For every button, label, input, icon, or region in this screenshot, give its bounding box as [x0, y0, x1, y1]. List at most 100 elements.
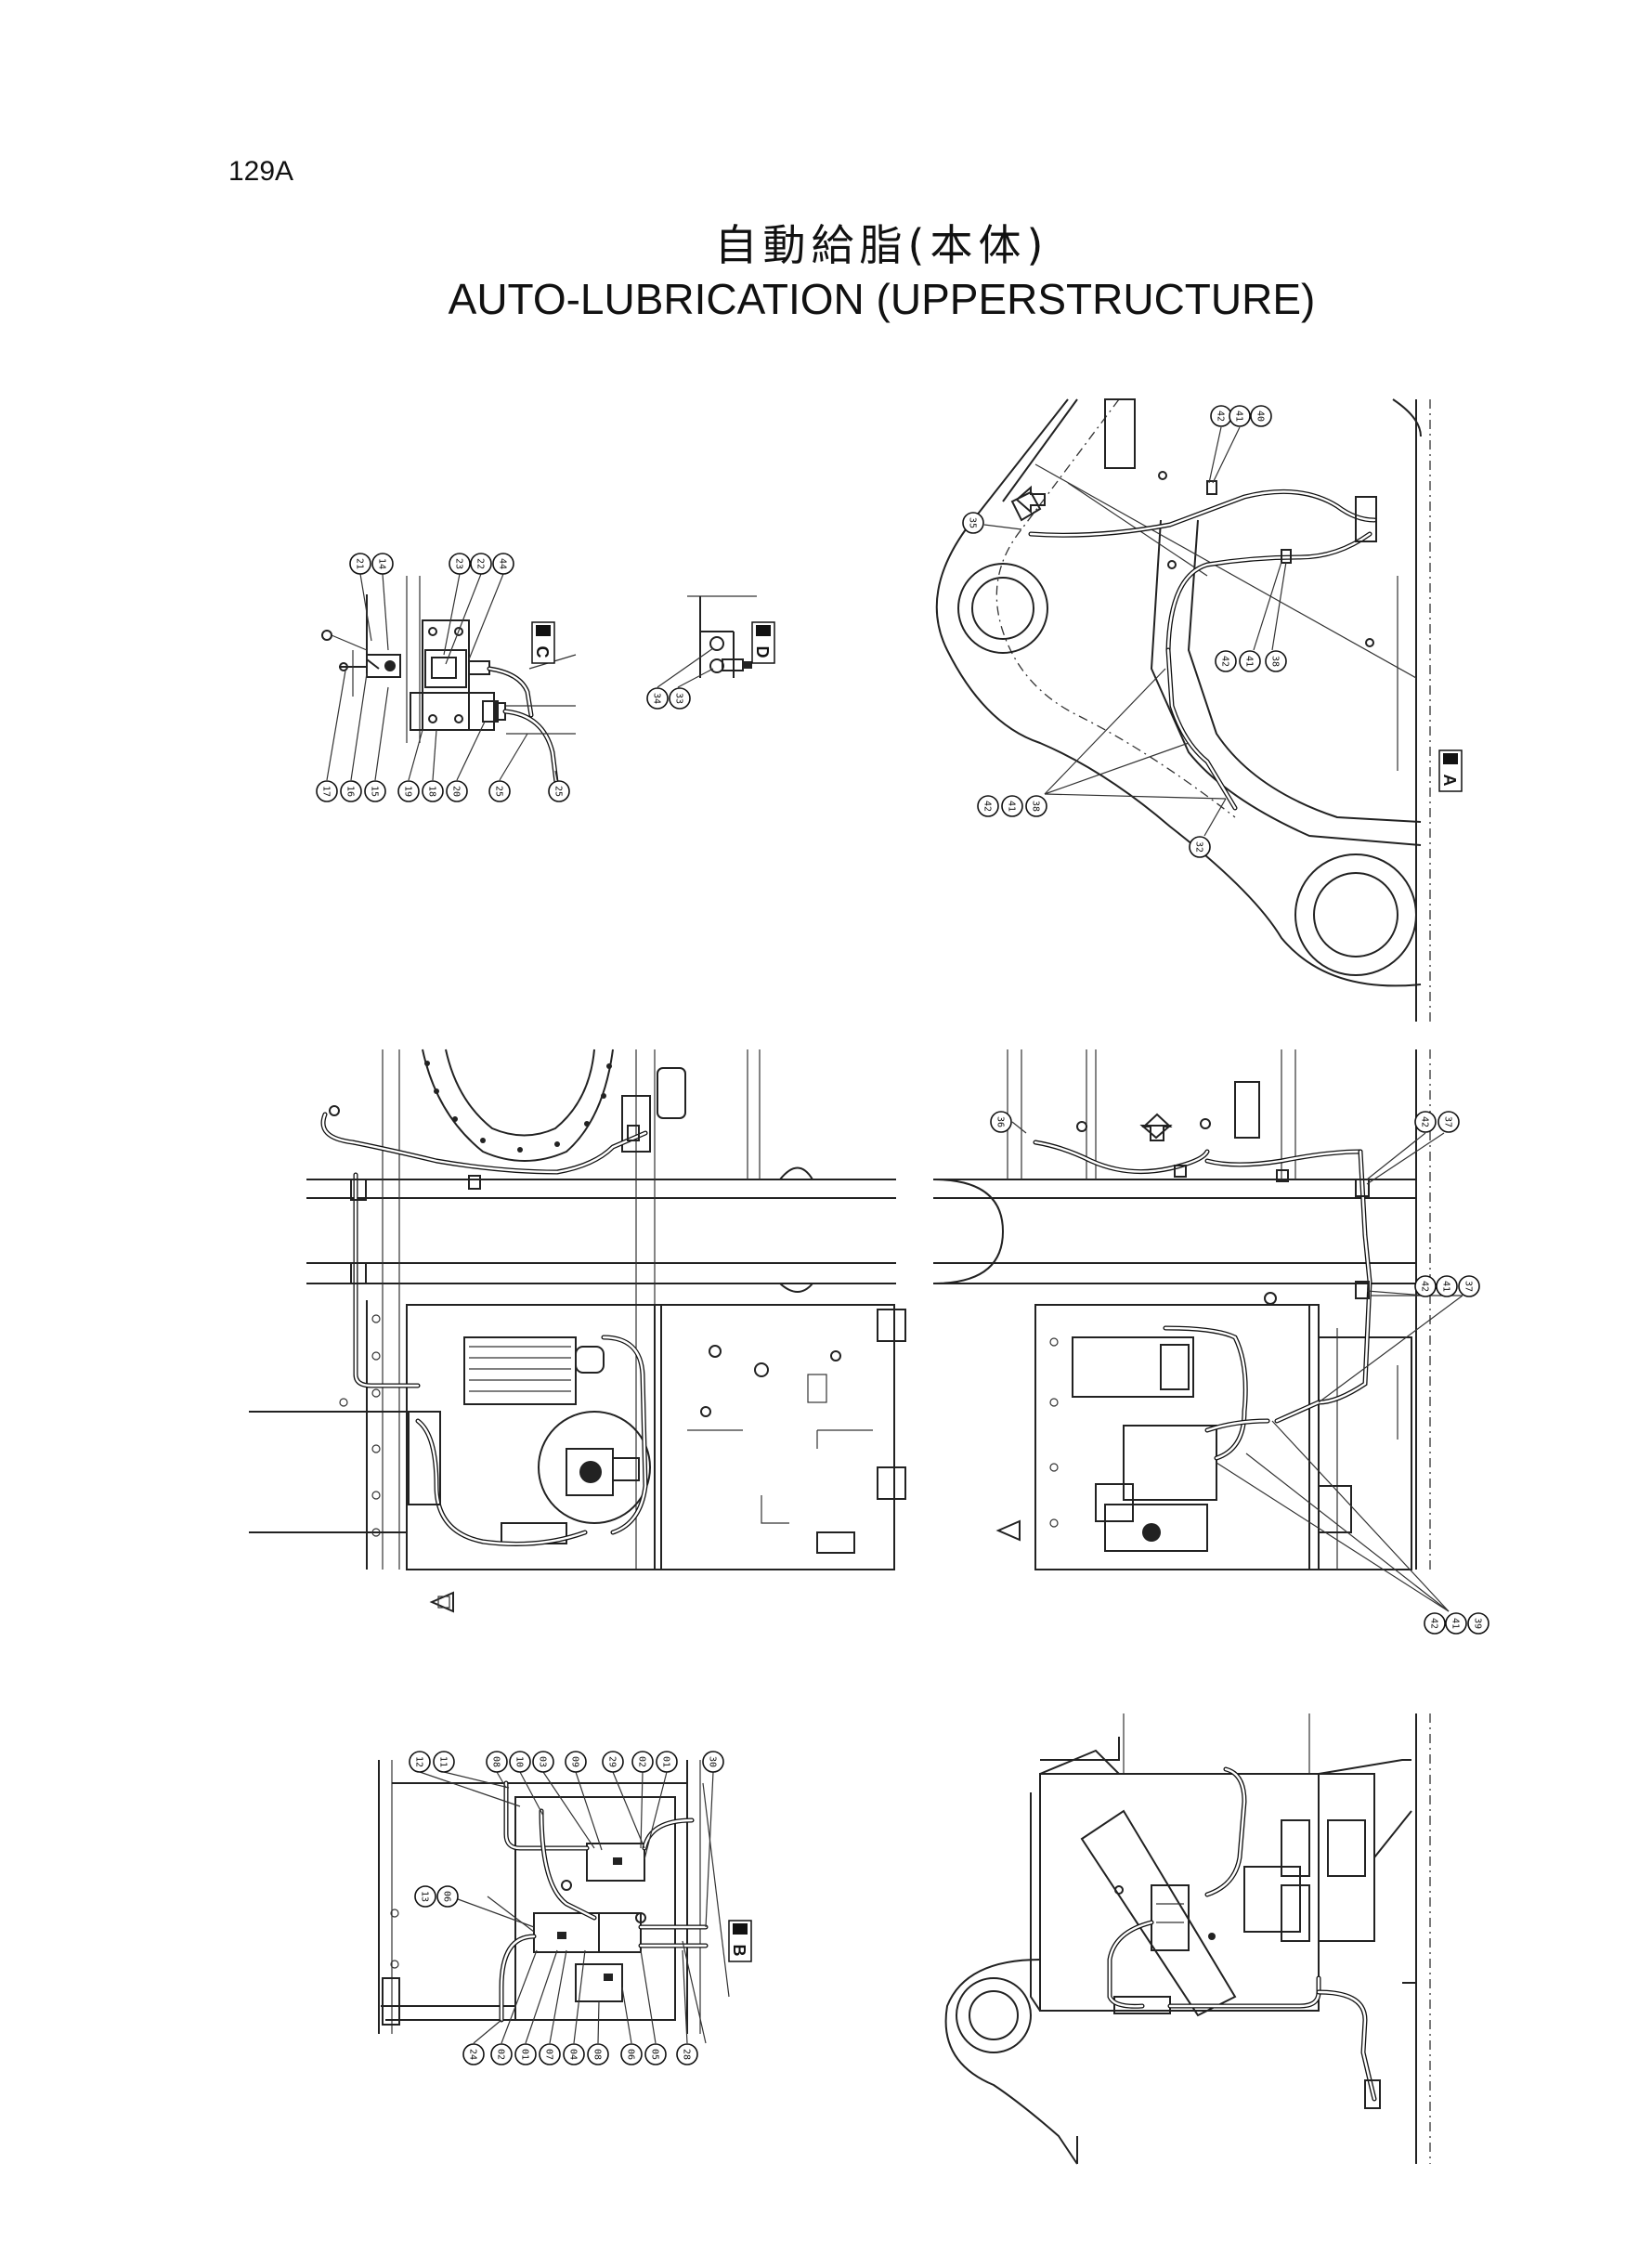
callout-balloon: 37 [1458, 1275, 1480, 1297]
main-right-view [932, 1049, 1463, 1612]
callout-balloon: 23 [449, 553, 471, 575]
svg-text:15: 15 [370, 786, 380, 797]
svg-text:10: 10 [514, 1756, 525, 1767]
svg-text:32: 32 [1194, 841, 1204, 853]
callout-balloon: 17 [316, 780, 338, 802]
svg-text:25: 25 [553, 786, 564, 797]
svg-text:B: B [730, 1945, 748, 1957]
svg-text:02: 02 [637, 1756, 647, 1767]
callout-balloon: 07 [539, 2043, 561, 2065]
view-arrow-a [1015, 485, 1046, 515]
svg-text:16: 16 [345, 786, 356, 797]
detail-c [321, 573, 577, 792]
svg-text:42: 42 [1420, 1116, 1430, 1127]
callout-balloon: 18 [422, 780, 444, 802]
svg-text:20: 20 [451, 786, 462, 797]
svg-text:08: 08 [491, 1756, 501, 1767]
svg-text:42: 42 [1429, 1618, 1439, 1629]
callout-balloon: 25 [488, 780, 511, 802]
svg-text:41: 41 [1234, 410, 1244, 422]
callout-balloon: 41 [1436, 1275, 1458, 1297]
svg-text:C: C [533, 646, 552, 658]
callout-balloon: 42 [1424, 1612, 1446, 1635]
callout-balloon: 41 [1239, 650, 1261, 672]
callout-balloon: 04 [563, 2043, 585, 2065]
callout-balloon: 32 [1189, 836, 1211, 858]
svg-text:39: 39 [1473, 1618, 1483, 1629]
svg-text:09: 09 [570, 1756, 580, 1767]
svg-text:D: D [753, 646, 772, 658]
section-tag-a: A [1438, 749, 1463, 792]
callout-balloon: 41 [1229, 405, 1251, 427]
callout-balloon: 02 [631, 1751, 654, 1773]
callout-balloon: 37 [1437, 1111, 1460, 1133]
callout-balloon: 14 [371, 553, 394, 575]
callout-balloon: 03 [532, 1751, 554, 1773]
callout-balloon: 38 [1265, 650, 1287, 672]
svg-text:01: 01 [520, 2049, 530, 2060]
svg-text:37: 37 [1463, 1281, 1474, 1292]
callout-balloon: 19 [397, 780, 420, 802]
callout-balloon: 38 [1025, 795, 1047, 817]
svg-text:03: 03 [538, 1756, 548, 1767]
callout-balloon: 12 [409, 1751, 431, 1773]
svg-text:14: 14 [377, 558, 387, 569]
callout-balloon: 08 [486, 1751, 508, 1773]
svg-text:21: 21 [355, 558, 365, 569]
callout-balloon: 01 [514, 2043, 537, 2065]
svg-text:24: 24 [468, 2049, 478, 2060]
svg-text:42: 42 [982, 801, 993, 812]
svg-text:37: 37 [1443, 1116, 1453, 1127]
callout-balloon: 02 [490, 2043, 513, 2065]
svg-text:36: 36 [995, 1116, 1006, 1127]
svg-text:A: A [1440, 775, 1459, 787]
svg-text:30: 30 [708, 1756, 718, 1767]
svg-text:25: 25 [494, 786, 504, 797]
svg-text:04: 04 [568, 2049, 579, 2060]
svg-text:23: 23 [454, 558, 464, 569]
svg-text:38: 38 [1270, 656, 1281, 667]
callout-balloons: 21 14 23 22 44 17 16 15 19 18 20 25 25 3… [316, 405, 1489, 2065]
svg-text:42: 42 [1220, 656, 1230, 667]
callout-balloon: 42 [1414, 1275, 1437, 1297]
svg-text:05: 05 [650, 2049, 660, 2060]
section-tag-c: C [531, 621, 555, 664]
svg-text:40: 40 [1255, 410, 1266, 422]
callout-balloon: 20 [446, 780, 468, 802]
svg-text:41: 41 [1244, 656, 1255, 667]
svg-text:34: 34 [652, 693, 662, 704]
svg-text:44: 44 [498, 558, 508, 569]
svg-text:42: 42 [1420, 1281, 1430, 1292]
svg-text:19: 19 [403, 786, 413, 797]
svg-text:13: 13 [420, 1891, 430, 1902]
callout-balloon: 39 [1467, 1612, 1489, 1635]
callout-balloon: 36 [990, 1111, 1012, 1133]
page-title-japanese: 自動給脂(本体) [714, 220, 1049, 270]
callout-balloon: 05 [644, 2043, 667, 2065]
svg-text:38: 38 [1031, 801, 1041, 812]
svg-text:06: 06 [442, 1891, 452, 1902]
callout-balloon: 35 [962, 512, 984, 534]
detail-d [657, 595, 757, 688]
detail-b [378, 1760, 730, 2044]
callout-balloon: 30 [702, 1751, 724, 1773]
section-tag-b: B [728, 1920, 752, 1962]
section-tag-d: D [751, 621, 775, 664]
bottom-right-view [944, 1713, 1431, 2165]
callout-balloon: 33 [669, 687, 691, 710]
callout-balloon: 42 [1210, 405, 1232, 427]
svg-text:06: 06 [626, 2049, 636, 2060]
callout-balloon: 24 [462, 2043, 485, 2065]
svg-text:12: 12 [414, 1756, 424, 1767]
page-number: 129A [228, 156, 294, 187]
callout-balloon: 34 [646, 687, 669, 710]
view-a [935, 398, 1431, 1022]
callout-balloon: 13 [414, 1885, 436, 1908]
svg-text:17: 17 [321, 786, 332, 797]
svg-text:22: 22 [475, 558, 486, 569]
view-arrow-c [1141, 1113, 1173, 1141]
svg-text:28: 28 [682, 2049, 692, 2060]
svg-text:02: 02 [496, 2049, 506, 2060]
callout-balloon: 15 [364, 780, 386, 802]
